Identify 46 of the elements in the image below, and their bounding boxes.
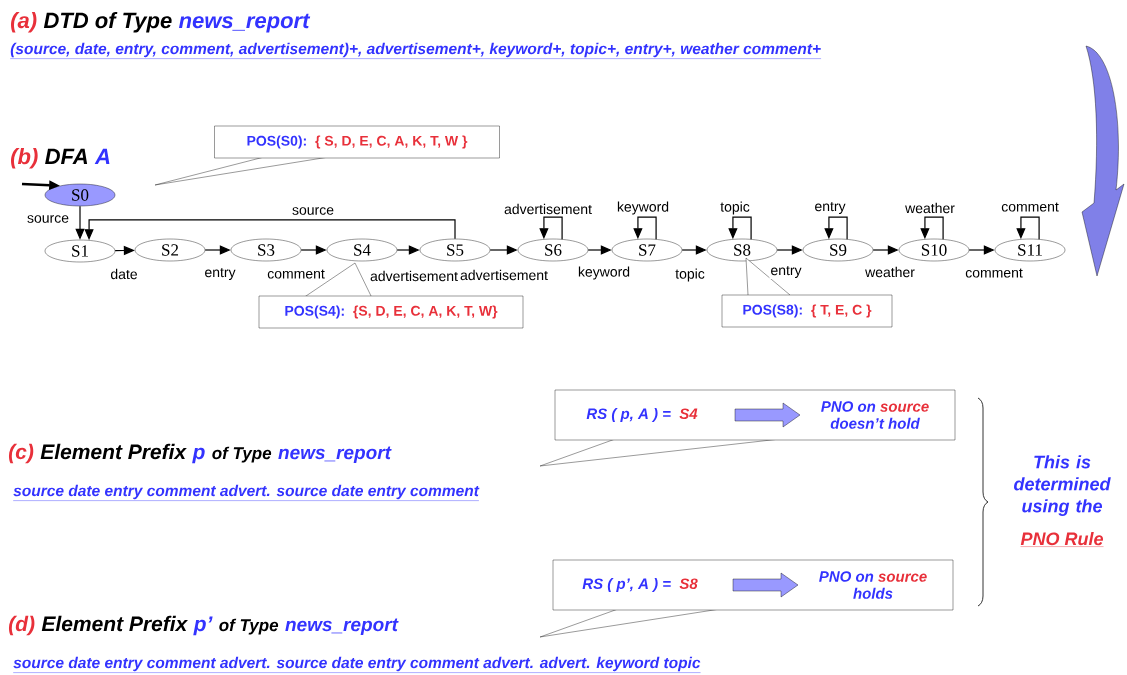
edge-label: advertisement xyxy=(503,202,593,216)
section-letter: (d) xyxy=(8,615,35,636)
edge-label: entry xyxy=(203,267,237,281)
arrow xyxy=(633,216,657,240)
section-letter: (a) xyxy=(11,12,37,33)
edge-label: weather xyxy=(904,201,956,215)
prefix-text: source date entry comment advert. source date entry comment xyxy=(13,484,480,501)
edge-label: advertisement xyxy=(369,269,459,283)
type-name: news_report xyxy=(285,618,399,635)
section-letter: (b) xyxy=(11,148,38,169)
arrow xyxy=(728,216,752,240)
type-name: news_report xyxy=(278,446,392,463)
heading-text: of Type xyxy=(212,446,272,463)
edge-label: topic xyxy=(674,267,706,283)
callout-box: RS ( p, A ) = S4 PNO on source doesn’t hold xyxy=(539,389,956,467)
arrow xyxy=(539,216,563,240)
edge-label: source xyxy=(291,206,335,216)
heading-text: of Type xyxy=(219,618,279,635)
section-letter: (c) xyxy=(8,443,34,464)
heading-text: DTD of Type xyxy=(43,12,172,33)
edge-label: entry xyxy=(813,201,847,215)
edge-label: comment xyxy=(266,268,326,280)
edge-label: source xyxy=(26,214,70,224)
callout-box: POS(S0): { S, D, E, C, A, K, T, W } xyxy=(154,125,500,186)
prefix-name: p’ xyxy=(193,616,213,636)
heading-text: Element Prefix xyxy=(41,615,188,632)
callout-box: RS ( p’, A ) = S8 PNO on source holds xyxy=(539,559,954,638)
edge-label: comment xyxy=(1000,201,1060,213)
note-text: This is determined using the xyxy=(1014,455,1111,516)
heading-text: DFA xyxy=(45,148,88,164)
content-model-text: (source, date, entry, comment, advertisement)+, advertisement+, keyword+, topic+, entry+, weather comment+ xyxy=(10,42,822,59)
prefix-name: p xyxy=(192,447,205,464)
automaton-name: A xyxy=(94,148,110,164)
heading-text: Element Prefix xyxy=(40,443,187,460)
arrow xyxy=(1016,216,1040,240)
edge-label: entry xyxy=(769,265,803,279)
edge-label: keyword xyxy=(576,265,632,281)
rule-name: PNO Rule xyxy=(1020,531,1104,547)
prefix-text: source date entry comment advert. source date entry comment advert. advert. keyword topic xyxy=(13,656,701,673)
edge-label: keyword xyxy=(615,200,671,216)
arrow xyxy=(920,216,944,240)
edge-label: comment xyxy=(964,267,1024,279)
edge-label: date xyxy=(109,267,139,281)
type-name: news_report xyxy=(179,13,311,33)
arrow xyxy=(824,216,848,240)
edge-label: topic xyxy=(719,200,751,216)
